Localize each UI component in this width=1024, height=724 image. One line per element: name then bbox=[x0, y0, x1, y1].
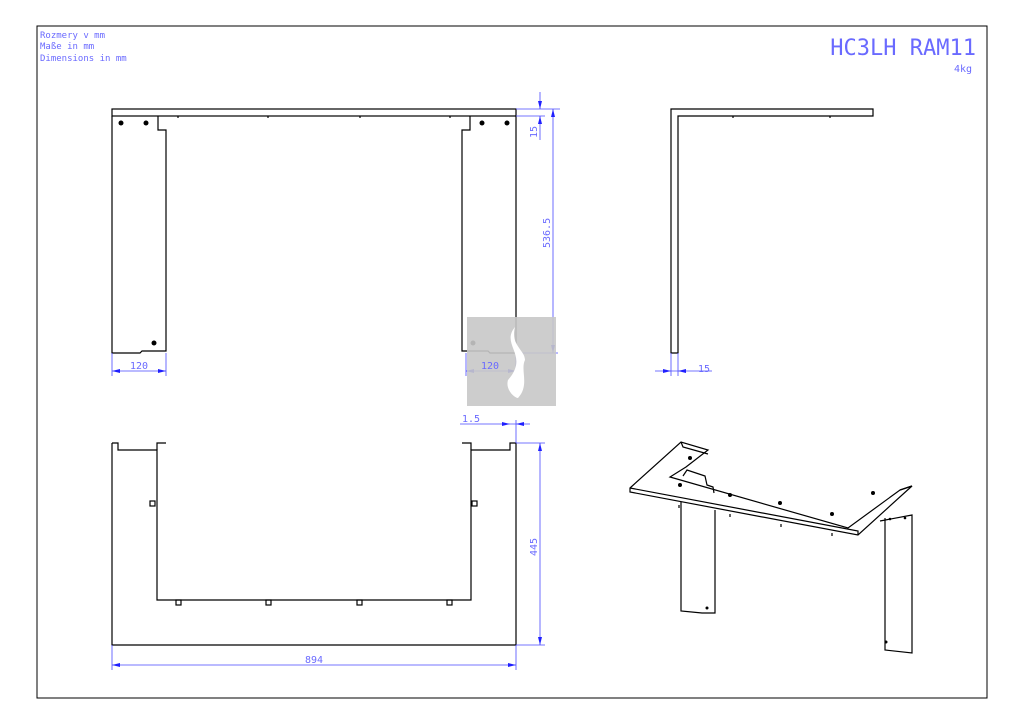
front-view bbox=[111, 108, 517, 354]
drawing-frame bbox=[36, 25, 988, 699]
dim-depth: 445 bbox=[529, 538, 540, 556]
side-view bbox=[670, 108, 874, 354]
weight-label: 4kg bbox=[954, 64, 972, 75]
dim-leg-width-left: 120 bbox=[130, 361, 148, 372]
note-line-3: Dimensions in mm bbox=[40, 54, 127, 64]
side-dimensions: 15 bbox=[655, 353, 712, 376]
isometric-view bbox=[629, 441, 913, 654]
note-line-1: Rozmery v mm bbox=[40, 31, 105, 41]
dim-sheet-thickness: 1.5 bbox=[462, 414, 480, 425]
top-dimensions: 1.5 445 894 bbox=[111, 414, 545, 670]
top-view bbox=[111, 442, 517, 646]
dim-height: 536.5 bbox=[542, 218, 553, 248]
flame-logo-watermark bbox=[467, 317, 556, 406]
dim-width: 894 bbox=[305, 655, 323, 666]
dim-leg-width-right: 120 bbox=[481, 361, 499, 372]
drawing-title: HC3LH RAM11 bbox=[830, 36, 976, 61]
note-line-2: Maße in mm bbox=[40, 42, 94, 52]
dim-side-thickness: 15 bbox=[698, 364, 710, 375]
dim-top-thickness: 15 bbox=[529, 126, 540, 138]
